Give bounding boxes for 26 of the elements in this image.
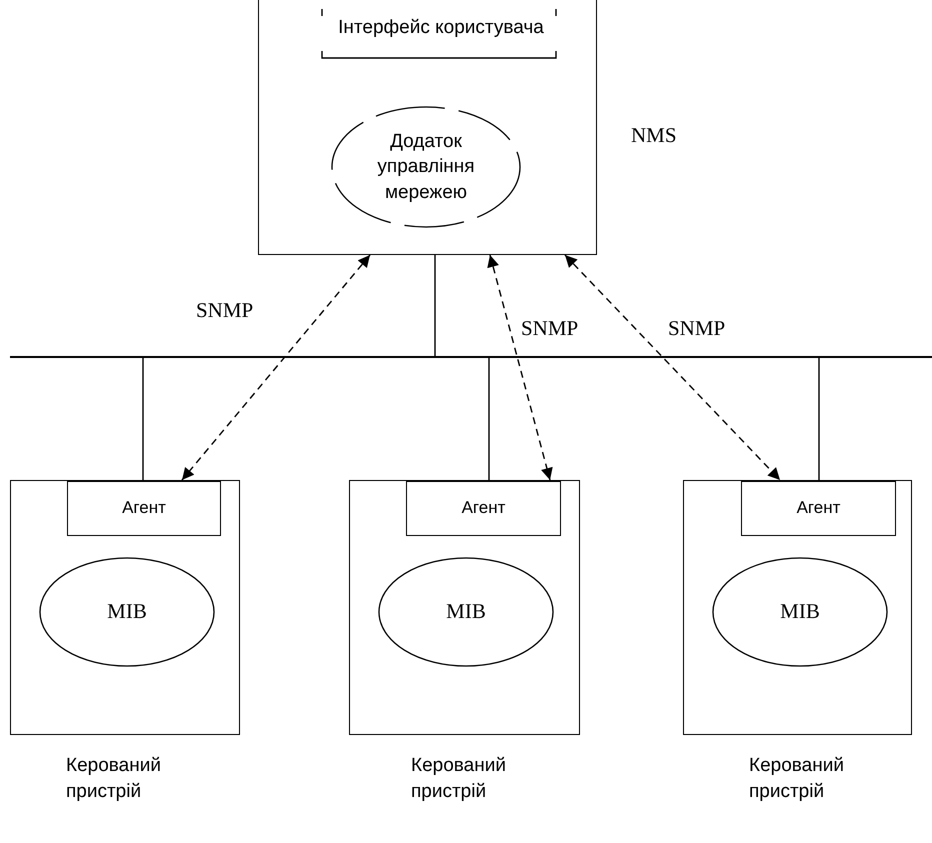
connector-line <box>142 358 144 480</box>
device-label: Керований пристрій <box>66 754 162 804</box>
agent-box <box>406 481 561 536</box>
agent-box <box>67 481 221 536</box>
connector-line <box>434 255 436 356</box>
double-arrow <box>564 254 780 480</box>
system-label: NMS <box>631 122 678 149</box>
device-label: Керований пристрій <box>749 754 845 804</box>
mib-ellipse <box>378 557 554 667</box>
connector-line <box>488 358 490 480</box>
node-label: Агент <box>462 498 506 519</box>
node-label: Агент <box>122 498 166 519</box>
application-ellipse <box>331 106 521 228</box>
connector-line <box>818 358 820 480</box>
device-label: Керований пристрій <box>411 754 507 804</box>
mib-ellipse <box>39 557 215 667</box>
node-label: MIB <box>107 599 147 625</box>
node-label: MIB <box>446 599 486 625</box>
node-label: Інтерфейс користувача <box>338 17 544 40</box>
mib-ellipse <box>712 557 888 667</box>
node-label: Агент <box>796 498 840 519</box>
double-arrow <box>181 254 371 480</box>
double-arrow <box>487 254 553 480</box>
agent-box <box>741 481 896 536</box>
node-label: Додаток управління мережею <box>376 130 476 205</box>
node-label: MIB <box>780 599 820 625</box>
